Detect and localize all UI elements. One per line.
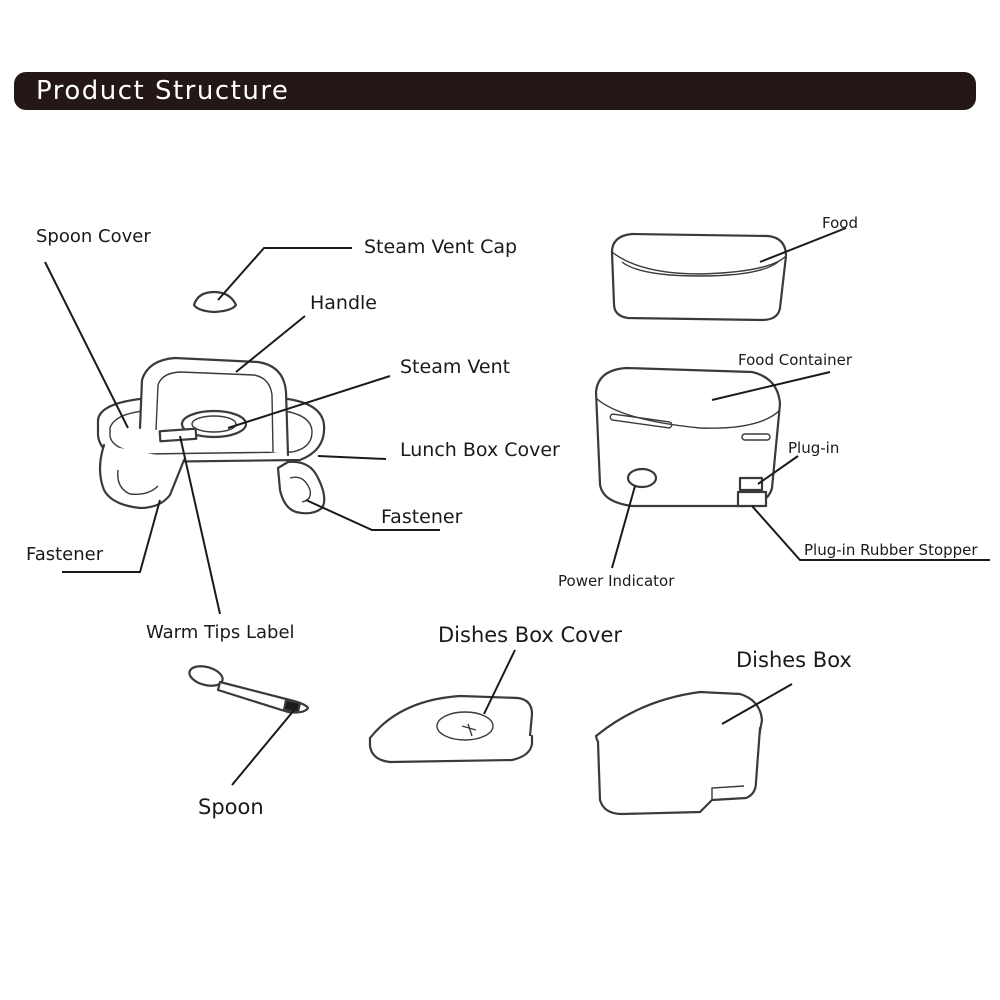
label-fastener-right: Fastener xyxy=(381,506,463,528)
label-lunch-box-cover: Lunch Box Cover xyxy=(400,439,560,461)
lunch-box-cover-illustration xyxy=(96,356,326,515)
page-title: Product Structure xyxy=(36,76,290,106)
steam-vent-cap-illustration xyxy=(192,290,238,314)
label-steam-vent-cap: Steam Vent Cap xyxy=(364,236,517,258)
spoon-illustration xyxy=(188,665,310,714)
label-steam-vent: Steam Vent xyxy=(400,356,510,378)
label-fastener-left: Fastener xyxy=(26,544,104,565)
label-dishes-box-cover: Dishes Box Cover xyxy=(438,623,622,647)
label-food-container: Food Container xyxy=(738,351,853,369)
label-spoon: Spoon xyxy=(198,795,264,819)
label-dishes-box: Dishes Box xyxy=(736,648,852,672)
label-spoon-cover: Spoon Cover xyxy=(36,226,151,247)
label-plug-in: Plug-in xyxy=(788,439,839,457)
label-power-indicator: Power Indicator xyxy=(558,572,675,590)
dishes-box-cover-illustration xyxy=(368,694,534,764)
label-handle: Handle xyxy=(310,292,377,314)
food-container-illustration xyxy=(594,366,782,508)
leader-lines xyxy=(44,227,990,786)
label-warm-tips-label: Warm Tips Label xyxy=(146,622,295,643)
header-bar: Product Structure xyxy=(14,72,976,110)
label-food: Food xyxy=(822,214,858,232)
label-plug-in-rubber-stopper: Plug-in Rubber Stopper xyxy=(804,541,978,559)
food-tray-illustration xyxy=(610,232,788,322)
dishes-box-illustration xyxy=(594,690,764,816)
